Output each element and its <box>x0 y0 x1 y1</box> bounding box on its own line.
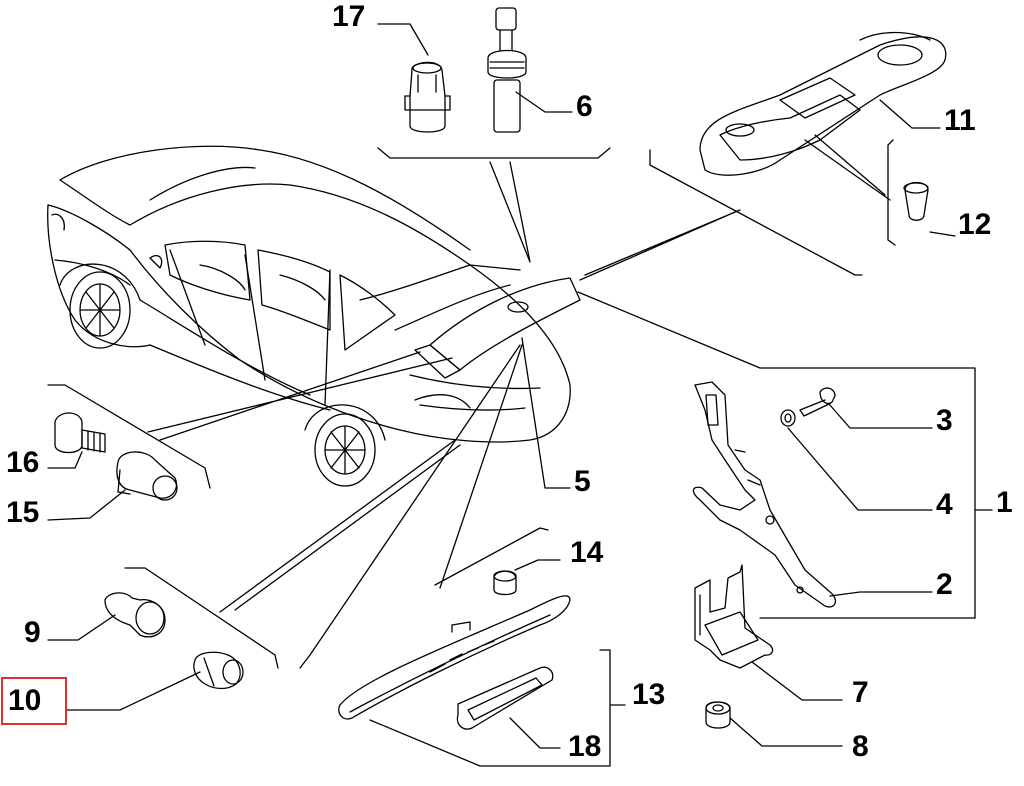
label-6: 6 <box>576 90 593 123</box>
label-1: 1 <box>996 486 1013 519</box>
label-7: 7 <box>852 676 869 709</box>
part-9-bumper <box>105 593 165 637</box>
part-13-handle-trim <box>339 596 570 719</box>
label-13: 13 <box>632 678 666 711</box>
part-8-nut <box>706 702 730 728</box>
part-10-grommet <box>194 652 243 688</box>
label-4: 4 <box>936 488 953 521</box>
part-3-bolt <box>800 388 835 416</box>
part-6-gas-strut <box>488 8 526 132</box>
label-10[interactable]: 10 <box>8 684 42 717</box>
part-7-bracket <box>695 565 772 668</box>
part-17-rubber-stop <box>405 62 450 132</box>
label-15: 15 <box>6 496 40 529</box>
label-16: 16 <box>6 446 40 479</box>
part-4-washer <box>781 410 795 426</box>
part-14-clip-nut <box>494 571 516 595</box>
label-3: 3 <box>936 404 953 437</box>
part-12-clip <box>904 183 928 221</box>
highlight-box-10 <box>1 677 67 725</box>
label-11: 11 <box>944 104 976 137</box>
label-9: 9 <box>24 616 41 649</box>
part-15-switch <box>117 452 177 500</box>
label-5: 5 <box>574 465 591 498</box>
part-1-hinge <box>693 382 835 607</box>
part-11-trunk-lining <box>700 33 946 176</box>
leader-lines <box>47 23 993 767</box>
label-14: 14 <box>570 536 604 569</box>
part-16-bolt <box>55 413 105 453</box>
label-2: 2 <box>936 568 953 601</box>
label-18: 18 <box>568 730 602 763</box>
label-12: 12 <box>958 208 992 241</box>
label-17: 17 <box>332 0 366 33</box>
part-18-license-lamp <box>457 667 552 729</box>
label-8: 8 <box>852 730 869 763</box>
car-illustration <box>47 145 581 487</box>
